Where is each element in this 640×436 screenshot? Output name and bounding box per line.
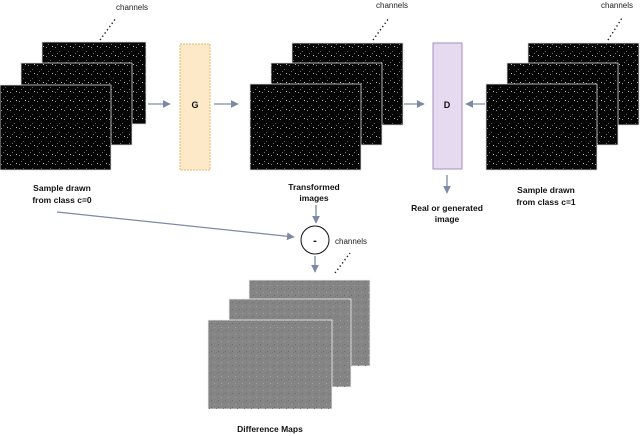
transformed-channels-label: channels — [376, 1, 408, 10]
discriminator-output-label-line2: image — [435, 214, 460, 224]
real-sample-label-line2: from class c=1 — [516, 197, 576, 207]
discriminator-output-label-line1: Real or generated — [411, 203, 483, 213]
transformed-channel-dots — [372, 17, 390, 41]
real-channel-dots — [607, 17, 623, 41]
difference-channel-dots — [334, 252, 351, 274]
difference-map-stack — [207, 252, 371, 410]
arrow-input-to-subtract — [56, 211, 295, 241]
transformed-image-stack: channels — [249, 1, 408, 171]
input-texture-1 — [0, 85, 111, 170]
input-sample-label-line1: Sample drawn — [33, 183, 91, 193]
difference-channels-label: channels — [335, 237, 367, 246]
transformed-label-line2: images — [299, 193, 329, 203]
transformed-texture-1 — [250, 84, 361, 170]
generator-block — [179, 43, 211, 171]
real-channels-label: channels — [601, 1, 633, 10]
real-texture-1 — [486, 84, 597, 170]
input-channel-dots — [99, 17, 117, 41]
input-image-stack: channels — [0, 3, 148, 171]
difference-maps-label: Difference Maps — [237, 424, 303, 434]
difference-texture-1 — [208, 320, 332, 409]
transformed-label-line1: Transformed — [288, 182, 340, 192]
discriminator-block — [432, 42, 463, 170]
generator-symbol: G — [191, 100, 198, 110]
subtract-symbol: - — [313, 235, 317, 247]
discriminator-symbol: D — [444, 100, 451, 110]
subtract-node — [300, 225, 330, 255]
input-channels-label: channels — [116, 3, 148, 12]
real-image-stack: channels — [485, 1, 640, 171]
real-sample-label-line1: Sample drawn — [517, 185, 575, 195]
input-sample-label-line2: from class c=0 — [32, 195, 92, 205]
